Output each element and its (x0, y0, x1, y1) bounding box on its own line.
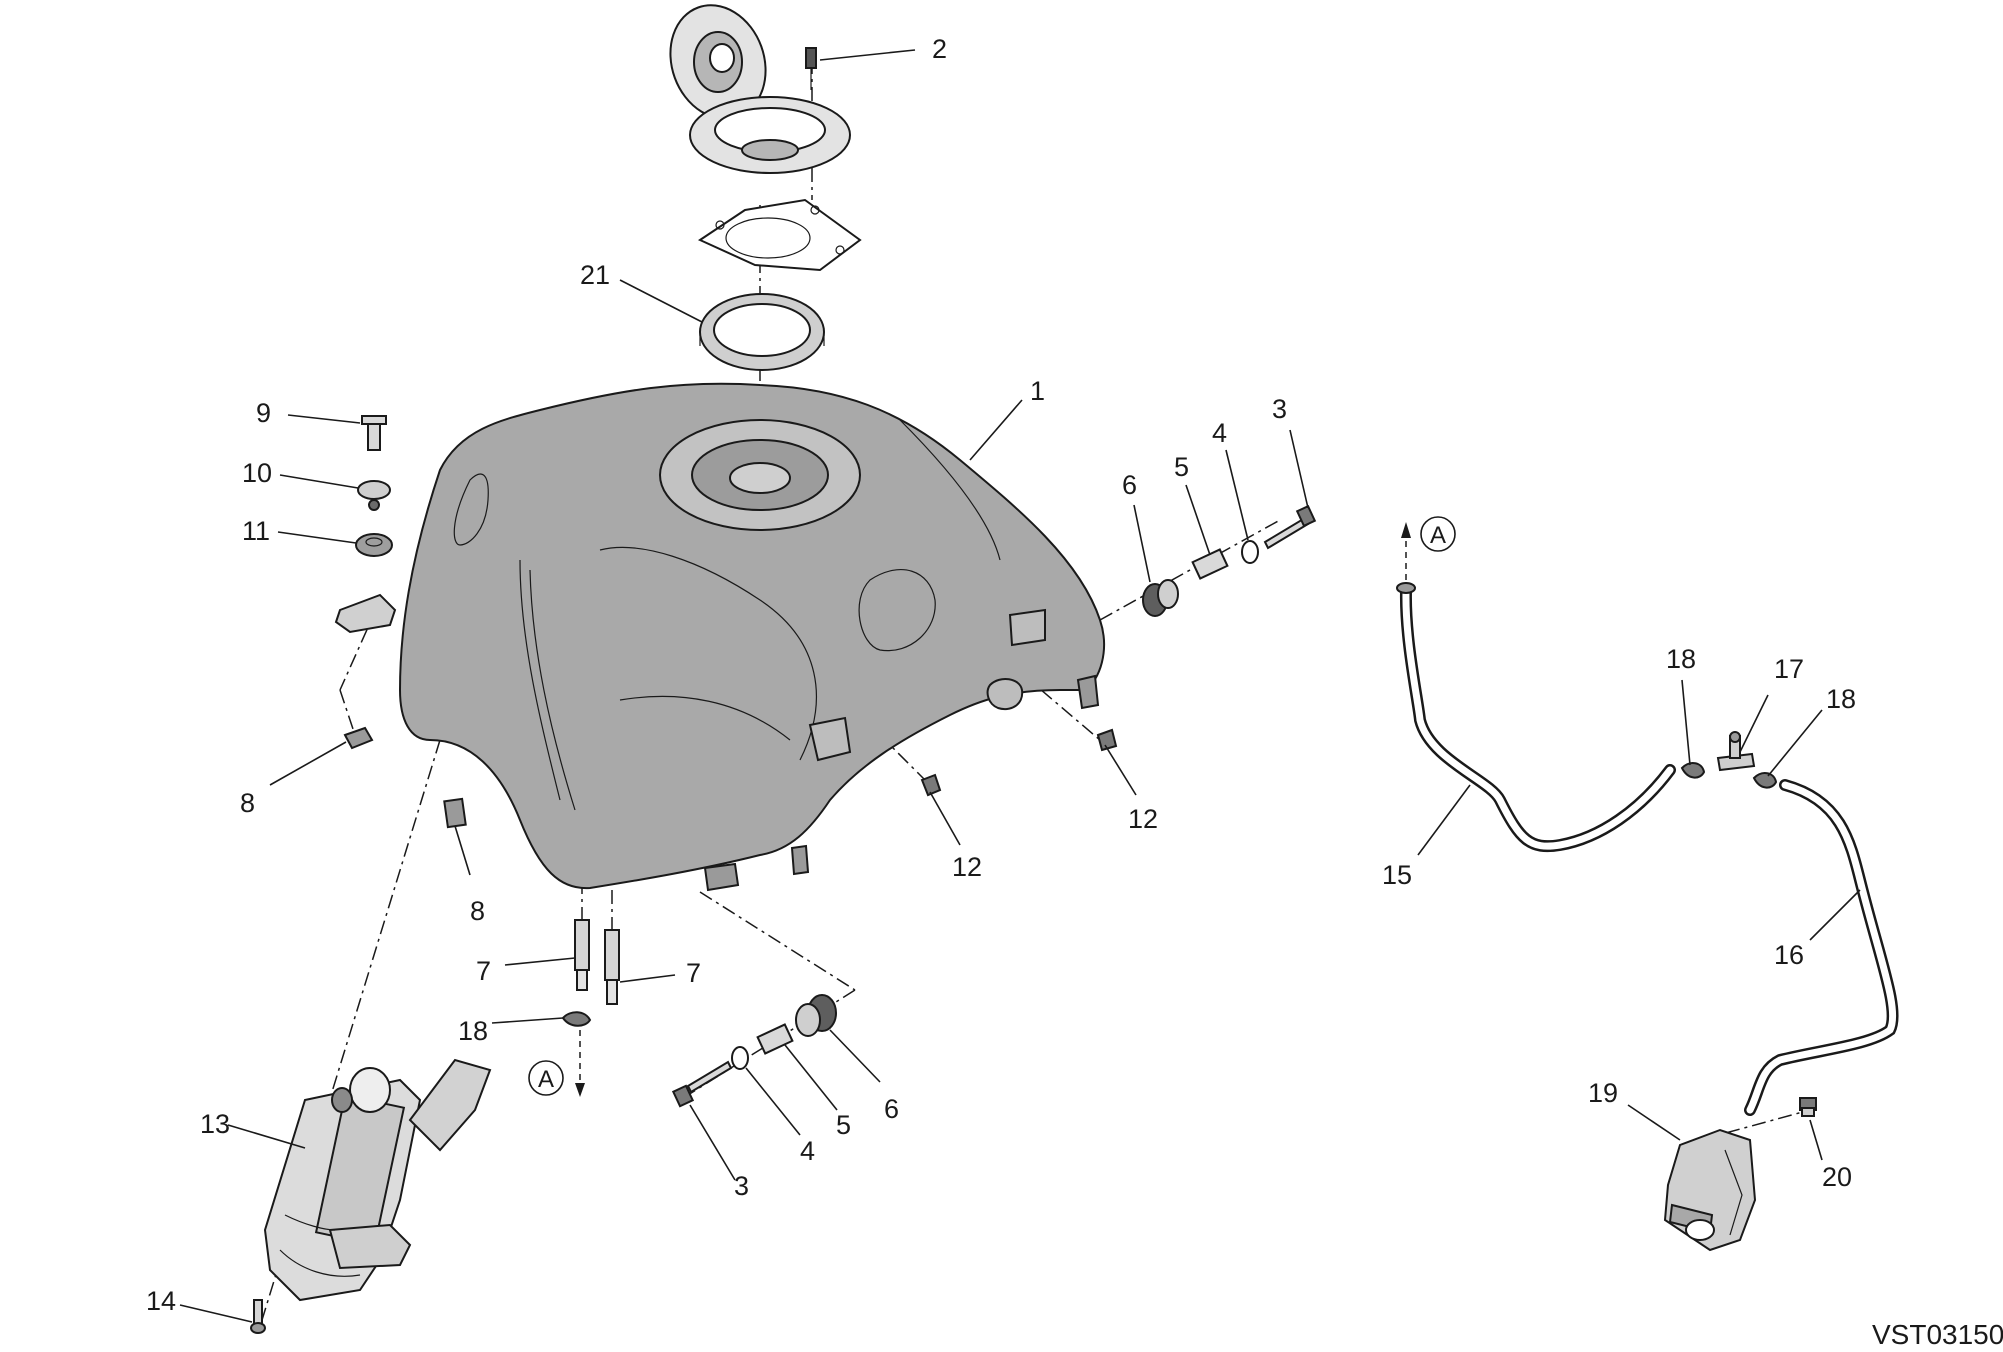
callout-7-right: 7 (686, 958, 701, 988)
callout-8-lower: 8 (470, 896, 485, 926)
callout-20: 20 (1822, 1162, 1852, 1192)
right-mount-lower (671, 994, 837, 1108)
callout-3-upper: 3 (1272, 394, 1287, 424)
callout-4-upper: 4 (1212, 418, 1227, 448)
callout-15: 15 (1382, 860, 1412, 890)
callout-18-right: 18 (1826, 684, 1856, 714)
cap-gasket-plate (697, 198, 862, 272)
callout-6-lower: 6 (884, 1094, 899, 1124)
callout-3-lower: 3 (734, 1171, 749, 1201)
callout-11: 11 (242, 516, 270, 546)
svg-text:A: A (538, 1066, 554, 1093)
callout-16: 16 (1774, 940, 1804, 970)
callout-10: 10 (242, 458, 272, 488)
callout-2: 2 (932, 34, 947, 64)
callout-9: 9 (256, 398, 271, 428)
drawing-code: VST03150 (1872, 1319, 2003, 1350)
screw-14 (250, 1299, 266, 1334)
ref-arrow-down (575, 1030, 585, 1097)
callout-5-lower: 5 (836, 1110, 851, 1140)
callout-17: 17 (1774, 654, 1804, 684)
callout-7-left: 7 (476, 956, 491, 986)
callout-4-lower: 4 (800, 1136, 815, 1166)
callout-14: 14 (146, 1286, 176, 1316)
leader-lines (179, 49, 1861, 1323)
breather-hoses (1396, 522, 1899, 1116)
clamp-lower (561, 1011, 592, 1027)
callout-labels: 1 2 3 4 5 6 7 7 8 8 9 10 11 12 12 13 14 … (146, 34, 1856, 1316)
ring-nut (699, 293, 825, 371)
callout-18-lower: 18 (458, 1016, 488, 1046)
clip-nuts-12 (920, 728, 1118, 797)
right-mount-upper (1142, 504, 1317, 617)
reference-marker-bottom: A (528, 1060, 564, 1096)
callout-5-upper: 5 (1174, 452, 1189, 482)
callout-1: 1 (1030, 376, 1045, 406)
left-mount-parts (334, 415, 397, 634)
clip-nut-lower (443, 797, 467, 829)
callout-8-left: 8 (240, 788, 255, 818)
callout-6-upper: 6 (1122, 470, 1137, 500)
svg-text:A: A (1430, 522, 1446, 549)
reference-marker-top: A (1420, 516, 1456, 552)
callout-13: 13 (200, 1109, 230, 1139)
canister-bracket (1663, 1097, 1817, 1252)
fuel-pump (263, 1058, 492, 1302)
t-fitting-and-clamps (1680, 731, 1778, 789)
studs (574, 919, 620, 1005)
fuel-tank (398, 382, 1106, 892)
callout-12-right: 12 (1128, 804, 1158, 834)
callout-21: 21 (580, 260, 610, 290)
callout-19: 19 (1588, 1078, 1618, 1108)
callout-12-left: 12 (952, 852, 982, 882)
fuel-cap-assembly (669, 4, 851, 174)
callout-18-left: 18 (1666, 644, 1696, 674)
clip-nut-left (343, 726, 374, 750)
